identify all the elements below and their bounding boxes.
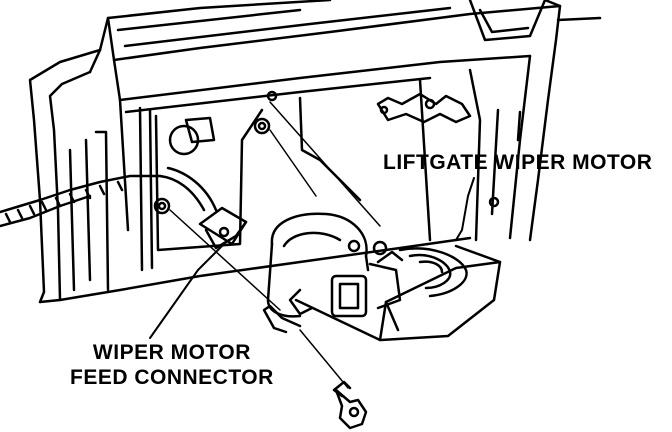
liftgate-wiper-motor-label: LIFTGATE WIPER MOTOR	[383, 151, 653, 174]
screw-and-guides	[169, 101, 381, 430]
liftgate-hinge	[376, 92, 472, 124]
liftgate-frame	[28, 0, 602, 304]
feed-connector-label-line1: WIPER MOTOR	[92, 341, 251, 364]
feed-connector-label-line2: FEED CONNECTOR	[70, 366, 274, 389]
mounting-bracket	[154, 90, 278, 252]
wiper-motor	[262, 212, 502, 342]
leader-lines	[149, 177, 475, 339]
wiper-motor-feed-connector-label: WIPER MOTOR FEED CONNECTOR	[70, 340, 274, 390]
wire-harness	[0, 166, 218, 228]
